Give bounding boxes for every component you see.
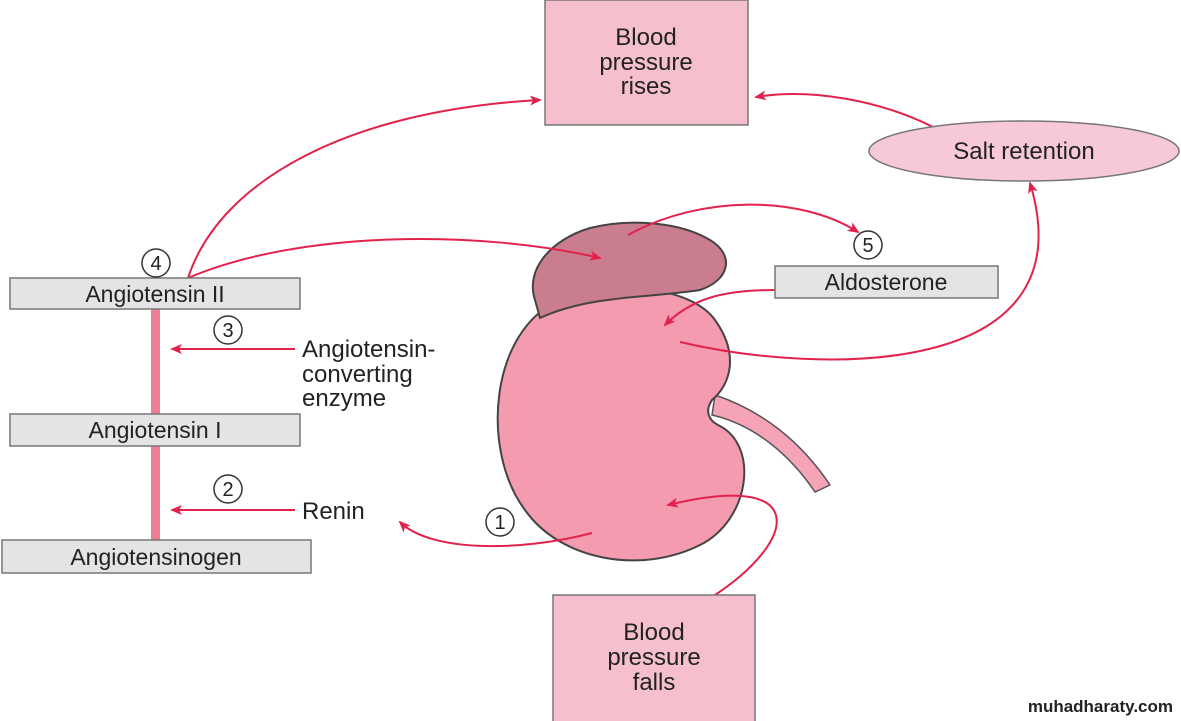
renin-label: Renin <box>302 498 365 525</box>
step-1-marker: 1 <box>485 507 515 537</box>
angiotensin-ii-label: Angiotensin II <box>85 281 224 307</box>
angiotensin-i-box: Angiotensin I <box>9 413 301 447</box>
aldosterone-box: Aldosterone <box>774 265 999 299</box>
kidney-illustration <box>496 221 832 562</box>
svg-text:3: 3 <box>222 320 233 342</box>
arrow-ang2-to-bp-rises <box>187 95 542 279</box>
step-4-marker: 4 <box>141 248 171 278</box>
step-2-marker: 2 <box>213 474 243 504</box>
svg-text:2: 2 <box>222 479 233 501</box>
arrow-kidney-to-salt-retention <box>679 181 1040 361</box>
step-3-marker: 3 <box>213 315 243 345</box>
bp-rises-line3: rises <box>621 73 672 100</box>
bp-falls-line1: Blood <box>623 619 684 646</box>
svg-text:5: 5 <box>862 235 873 257</box>
arrow-bp-falls-to-kidney <box>666 494 778 598</box>
bp-falls-box: Blood pressure falls <box>552 594 756 721</box>
angiotensinogen-label: Angiotensinogen <box>70 544 241 570</box>
step-5-marker: 5 <box>853 230 883 260</box>
angiotensin-i-label: Angiotensin I <box>89 417 222 443</box>
svg-text:4: 4 <box>150 253 161 275</box>
arrow-salt-to-bp-rises <box>754 90 936 129</box>
bp-falls-line2: pressure <box>607 644 700 671</box>
ace-label-line3: enzyme <box>302 385 386 412</box>
arrows <box>170 90 1040 598</box>
aldosterone-label: Aldosterone <box>825 269 948 295</box>
svg-text:1: 1 <box>494 512 505 534</box>
salt-retention-ellipse: Salt retention <box>868 120 1180 182</box>
salt-retention-label: Salt retention <box>953 138 1094 165</box>
ace-label-line2: converting <box>302 361 413 388</box>
angiotensin-ii-box: Angiotensin II <box>9 277 301 310</box>
bp-rises-line2: pressure <box>599 49 692 76</box>
angiotensinogen-box: Angiotensinogen <box>1 539 312 574</box>
bp-falls-line3: falls <box>633 669 676 696</box>
bp-rises-line1: Blood <box>615 24 676 51</box>
arrow-aldosterone-to-kidney <box>663 289 776 327</box>
arrow-adrenal-to-aldosterone <box>627 203 860 236</box>
adrenal-gland <box>531 221 727 320</box>
arrow-ang2-to-adrenal <box>187 238 602 279</box>
arrow-kidney-to-renin <box>398 520 593 548</box>
watermark: muhadharaty.com <box>1027 697 1173 716</box>
ace-label-line1: Angiotensin- <box>302 336 435 363</box>
bp-rises-box: Blood pressure rises <box>544 0 749 126</box>
